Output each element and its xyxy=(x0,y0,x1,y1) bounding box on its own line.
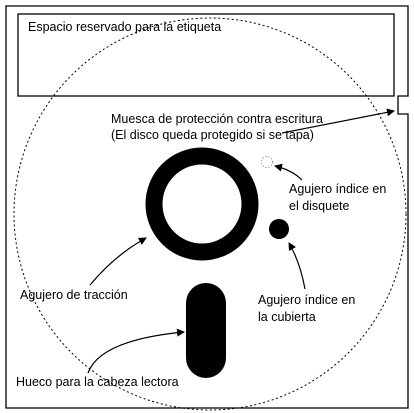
disk-index-arrow xyxy=(274,163,303,181)
disk-index-hole xyxy=(261,156,273,168)
disk-jacket-outline xyxy=(5,5,409,409)
disk-index-hole-caption-line2: el disquete xyxy=(289,199,350,213)
jacket-index-hole-caption-line2: la cubierta xyxy=(258,310,316,324)
drive-hole-caption: Agujero de tracción xyxy=(20,288,128,302)
label-area-caption: Espacio reservado para la etiqueta xyxy=(28,20,222,34)
jacket-index-hole xyxy=(269,219,289,239)
jacket-index-arrow xyxy=(288,242,306,290)
drive-hole-ring xyxy=(145,147,259,261)
write-protect-arrow xyxy=(281,108,395,134)
head-slot-caption: Hueco para la cabeza lectora xyxy=(16,375,179,389)
write-protect-note-caption: (El disco queda protegido si se tapa) xyxy=(111,128,314,142)
disk-media-outline xyxy=(13,17,407,411)
label-area-box xyxy=(17,13,395,97)
write-protect-notch-caption: Muesca de protección contra escritura xyxy=(111,112,323,126)
head-slot xyxy=(186,283,226,378)
drive-hole-arrow xyxy=(89,237,147,286)
jacket-index-hole-caption-line1: Agujero índice en xyxy=(258,293,356,307)
disk-index-hole-caption-line1: Agujero índice en xyxy=(289,182,387,196)
head-slot-arrow xyxy=(87,328,185,374)
